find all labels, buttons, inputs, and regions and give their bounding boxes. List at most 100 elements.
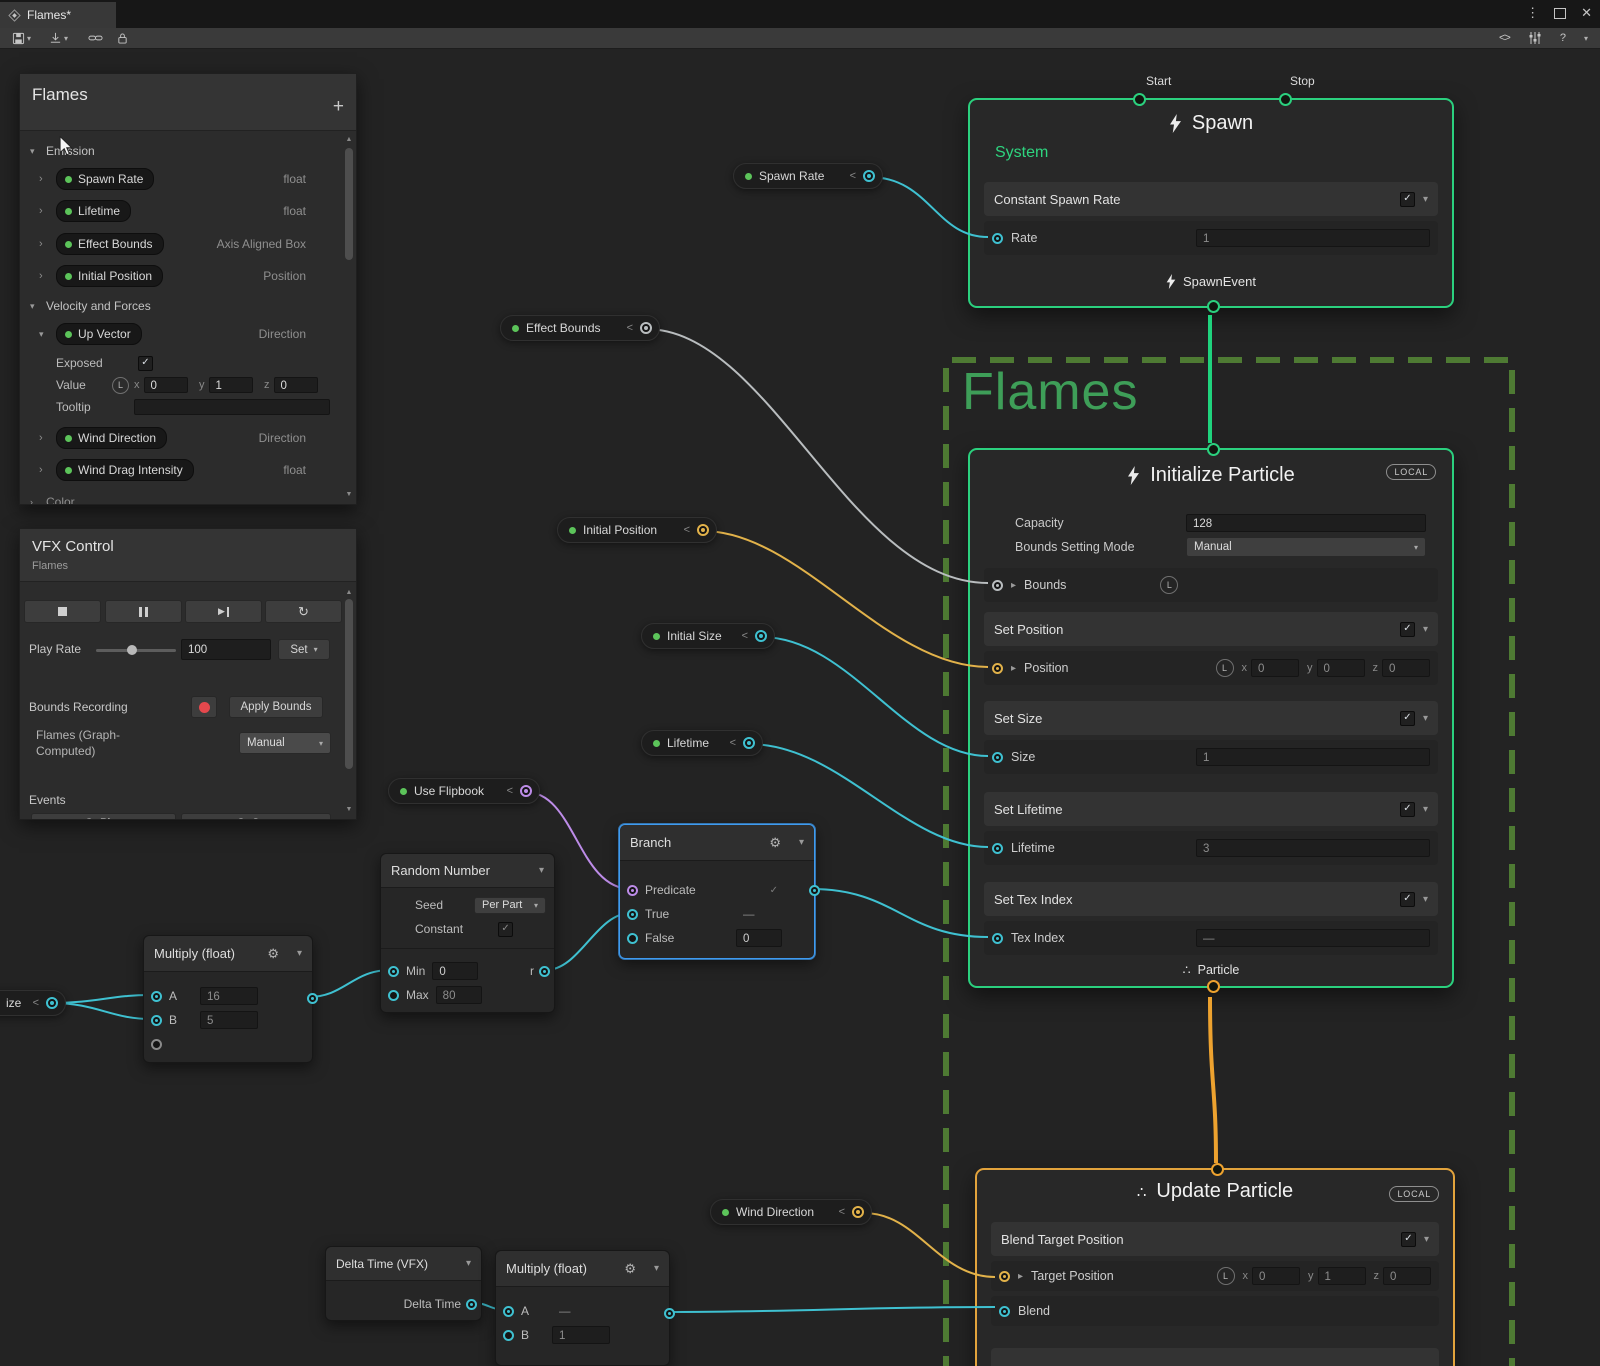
- expander-icon[interactable]: ›: [39, 270, 43, 282]
- bounds-mode-dropdown[interactable]: Manual ▾: [239, 732, 331, 754]
- scrollbar-thumb[interactable]: [345, 599, 353, 769]
- param-node-initial-size[interactable]: Initial Size <: [641, 623, 775, 649]
- maximize-icon[interactable]: [1554, 7, 1567, 19]
- play-rate-field[interactable]: 100: [181, 639, 271, 660]
- gear-icon[interactable]: ⚙: [267, 945, 279, 961]
- y-field[interactable]: 0: [1316, 659, 1365, 677]
- collapse-icon[interactable]: <: [729, 737, 736, 749]
- pause-button[interactable]: [105, 600, 182, 623]
- block-enabled-checkbox[interactable]: ✓: [1399, 191, 1415, 207]
- b-field[interactable]: 5: [200, 1011, 259, 1029]
- param-node-initial-position[interactable]: Initial Position <: [557, 517, 717, 543]
- foldout-icon[interactable]: ▸: [1011, 579, 1017, 591]
- blackboard-item-effect-bounds[interactable]: › Effect Bounds Axis Aligned Box: [20, 230, 340, 258]
- node-multiply-1[interactable]: Multiply (float) ⚙ ▾ A 16 B 5: [143, 935, 318, 1063]
- max-input-port[interactable]: [388, 989, 399, 1001]
- scrollbar-thumb[interactable]: [345, 148, 353, 260]
- chevron-down-icon[interactable]: ▾: [653, 1263, 659, 1274]
- tab-flames[interactable]: Flames*: [0, 2, 116, 28]
- max-field[interactable]: 80: [435, 986, 482, 1004]
- output-port[interactable]: [520, 785, 532, 797]
- bounds-input-port[interactable]: [992, 579, 1003, 591]
- space-toggle-icon[interactable]: L: [112, 376, 129, 394]
- chevron-down-icon[interactable]: ▾: [296, 948, 302, 959]
- local-badge[interactable]: LOCAL: [1386, 464, 1436, 480]
- node-delta-time[interactable]: Delta Time (VFX)▾ Delta Time: [325, 1246, 482, 1321]
- a-field[interactable]: 16: [200, 987, 259, 1005]
- block-clipped[interactable]: [991, 1348, 1439, 1366]
- code-view-button[interactable]: <>: [1499, 32, 1511, 44]
- output-port[interactable]: [755, 630, 767, 642]
- wire-initialize-to-update[interactable]: [1208, 996, 1218, 1164]
- block-enabled-checkbox[interactable]: ✓: [1399, 621, 1415, 637]
- false-input-port[interactable]: [627, 932, 638, 944]
- b-field[interactable]: 1: [552, 1326, 611, 1344]
- block-enabled-checkbox[interactable]: ✓: [1399, 710, 1415, 726]
- false-field[interactable]: 0: [736, 929, 782, 947]
- dropdown-arrow-icon[interactable]: ▾: [1583, 33, 1588, 43]
- chevron-down-icon[interactable]: ▾: [39, 328, 44, 339]
- section-color[interactable]: › Color: [20, 488, 340, 505]
- node-multiply-2[interactable]: Multiply (float) ⚙ ▾ A — B 1: [495, 1250, 675, 1366]
- foldout-icon[interactable]: ▸: [1018, 1270, 1024, 1282]
- space-toggle-icon[interactable]: L: [1216, 1267, 1235, 1285]
- blackboard-scrollbar[interactable]: ▲ ▼: [344, 134, 354, 500]
- size-input-port[interactable]: [992, 751, 1003, 763]
- help-button[interactable]: ?: [1559, 32, 1566, 44]
- collapse-icon[interactable]: <: [741, 630, 748, 642]
- stop-button[interactable]: [24, 600, 101, 623]
- x-field[interactable]: 0: [143, 377, 188, 393]
- block-enabled-checkbox[interactable]: ✓: [1399, 801, 1415, 817]
- onplay-button[interactable]: OnPlay: [31, 813, 176, 819]
- chevron-down-icon[interactable]: ▾: [1422, 623, 1428, 635]
- tex-index-field[interactable]: —: [1196, 929, 1430, 947]
- onstop-button[interactable]: OnStop: [181, 813, 331, 819]
- save-button[interactable]: ▾: [12, 32, 31, 45]
- lifetime-field[interactable]: 3: [1196, 839, 1430, 857]
- space-toggle-icon[interactable]: L: [1160, 576, 1179, 594]
- dropdown-arrow-icon[interactable]: ▾: [27, 33, 32, 43]
- link-button[interactable]: [88, 32, 103, 44]
- output-port[interactable]: [307, 993, 318, 1004]
- blackboard-item-up-vector[interactable]: ▾ Up Vector Direction: [20, 320, 340, 348]
- scroll-down-icon[interactable]: ▼: [345, 491, 353, 498]
- section-emission[interactable]: ▾ Emission: [20, 137, 340, 165]
- block-enabled-checkbox[interactable]: ✓: [1399, 891, 1415, 907]
- bounds-mode-dropdown[interactable]: Manual ▾: [1186, 537, 1426, 557]
- collapse-icon[interactable]: <: [32, 997, 39, 1009]
- extra-input-port[interactable]: [151, 1038, 162, 1050]
- output-port[interactable]: [697, 524, 709, 536]
- block-blend-target-position[interactable]: Blend Target Position ✓ ▾ ▸ Target Posit…: [991, 1222, 1439, 1326]
- menu-kebab-icon[interactable]: ⋮: [1526, 5, 1540, 20]
- block-set-tex-index[interactable]: Set Tex Index ✓ ▾ Tex Index —: [984, 882, 1438, 955]
- foldout-icon[interactable]: ▸: [1011, 662, 1017, 674]
- target-position-input-port[interactable]: [999, 1270, 1010, 1282]
- chevron-down-icon[interactable]: ▾: [1423, 1233, 1429, 1245]
- b-input-port[interactable]: [503, 1329, 514, 1341]
- flow-anchor-initialize-in[interactable]: [1207, 443, 1220, 456]
- save-as-button[interactable]: ▾: [49, 32, 68, 45]
- output-port[interactable]: [640, 322, 652, 334]
- wire-effect-bounds[interactable]: [645, 328, 989, 584]
- wire-multiply-to-min[interactable]: [307, 969, 392, 998]
- gear-icon[interactable]: ⚙: [769, 834, 781, 850]
- chevron-down-icon[interactable]: ▾: [1422, 803, 1428, 815]
- blackboard-item-initial-position[interactable]: › Initial Position Position: [20, 262, 340, 290]
- chevron-right-icon[interactable]: ›: [30, 497, 33, 505]
- scroll-up-icon[interactable]: ▲: [345, 589, 353, 596]
- restart-button[interactable]: ↻: [265, 600, 342, 623]
- wire-lifetime[interactable]: [748, 743, 989, 848]
- x-field[interactable]: 0: [1252, 1267, 1300, 1285]
- blackboard-item-spawn-rate[interactable]: › Spawn Rate float: [20, 165, 340, 193]
- chevron-down-icon[interactable]: ▾: [1422, 712, 1428, 724]
- z-field[interactable]: 0: [1383, 1267, 1431, 1285]
- output-port[interactable]: [46, 997, 58, 1009]
- exposed-checkbox[interactable]: ✓: [138, 355, 153, 371]
- node-branch[interactable]: Branch ⚙ ▾ Predicate ✓ True — False 0: [619, 824, 820, 959]
- expander-icon[interactable]: ›: [39, 432, 43, 444]
- param-node-spawn-rate[interactable]: Spawn Rate <: [733, 163, 883, 189]
- wire-wind-direction[interactable]: [863, 1212, 996, 1278]
- z-field[interactable]: 0: [1382, 659, 1430, 677]
- capacity-field[interactable]: 128: [1186, 514, 1426, 532]
- context-update-particle[interactable]: ∴ Update Particle LOCAL Blend Target Pos…: [975, 1163, 1455, 1366]
